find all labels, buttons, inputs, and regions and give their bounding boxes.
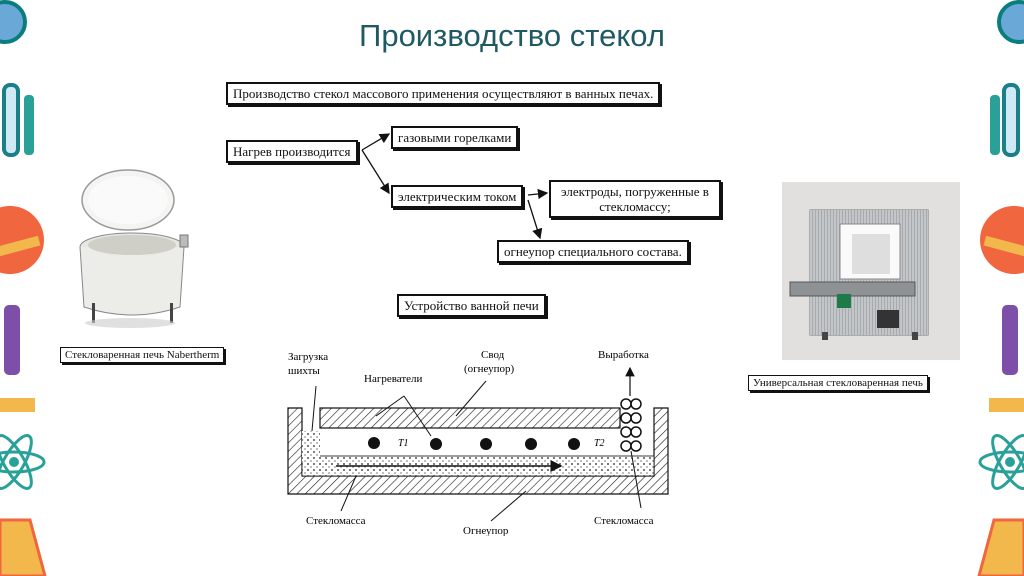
- left-furnace-caption: Стекловаренная печь Nabertherm: [60, 347, 225, 363]
- load-label-line1: Загрузка: [288, 351, 328, 363]
- electrodes-box: электроды, погруженные в стекломассу;: [549, 180, 721, 218]
- glass-right-label: Стекломасса: [594, 515, 654, 527]
- right-furnace-caption: Универсальная стекловаренная печь: [748, 375, 928, 391]
- beaker-icon: [977, 518, 1024, 576]
- left-decoration: [0, 0, 47, 576]
- heating-box: Нагрев производится: [226, 140, 358, 163]
- heaters-label: Нагреватели: [364, 373, 423, 385]
- test-tube-icon: [2, 83, 20, 157]
- vial-icon: [4, 305, 20, 375]
- roof-label-line2: (огнеупор): [464, 363, 515, 375]
- nabertherm-furnace-image: [79, 169, 189, 328]
- flask-icon: [997, 0, 1024, 44]
- right-decoration: [977, 0, 1024, 576]
- heater-dots: [368, 437, 580, 450]
- slide-title: Производство стекол: [359, 18, 665, 53]
- universal-furnace-image: [782, 182, 960, 360]
- load-label-line2: шихты: [288, 365, 320, 377]
- device-box: Устройство ванной печи: [397, 294, 546, 317]
- refractory-box: огнеупор специального состава.: [497, 240, 689, 263]
- vial-icon: [1002, 305, 1018, 375]
- atom-icon: [978, 434, 1024, 490]
- beaker-icon: [0, 518, 47, 576]
- electric-box: электрическим током: [391, 185, 524, 208]
- output-label: Выработка: [598, 349, 649, 361]
- intro-box: Производство стекол массового применения…: [226, 82, 661, 105]
- test-tube-icon: [1002, 83, 1020, 157]
- bath-furnace-diagram: Загрузка шихты Нагреватели Свод (огнеупо…: [287, 349, 669, 536]
- refractory-label: Огнеупор: [463, 525, 509, 536]
- t2-label: T2: [594, 438, 605, 449]
- flask-icon: [0, 0, 27, 44]
- roof-label-line1: Свод: [481, 349, 505, 361]
- gas-box: газовыми горелками: [391, 126, 519, 149]
- t1-label: T1: [398, 438, 409, 449]
- atom-icon: [0, 434, 46, 490]
- glass-left-label: Стекломасса: [306, 515, 366, 527]
